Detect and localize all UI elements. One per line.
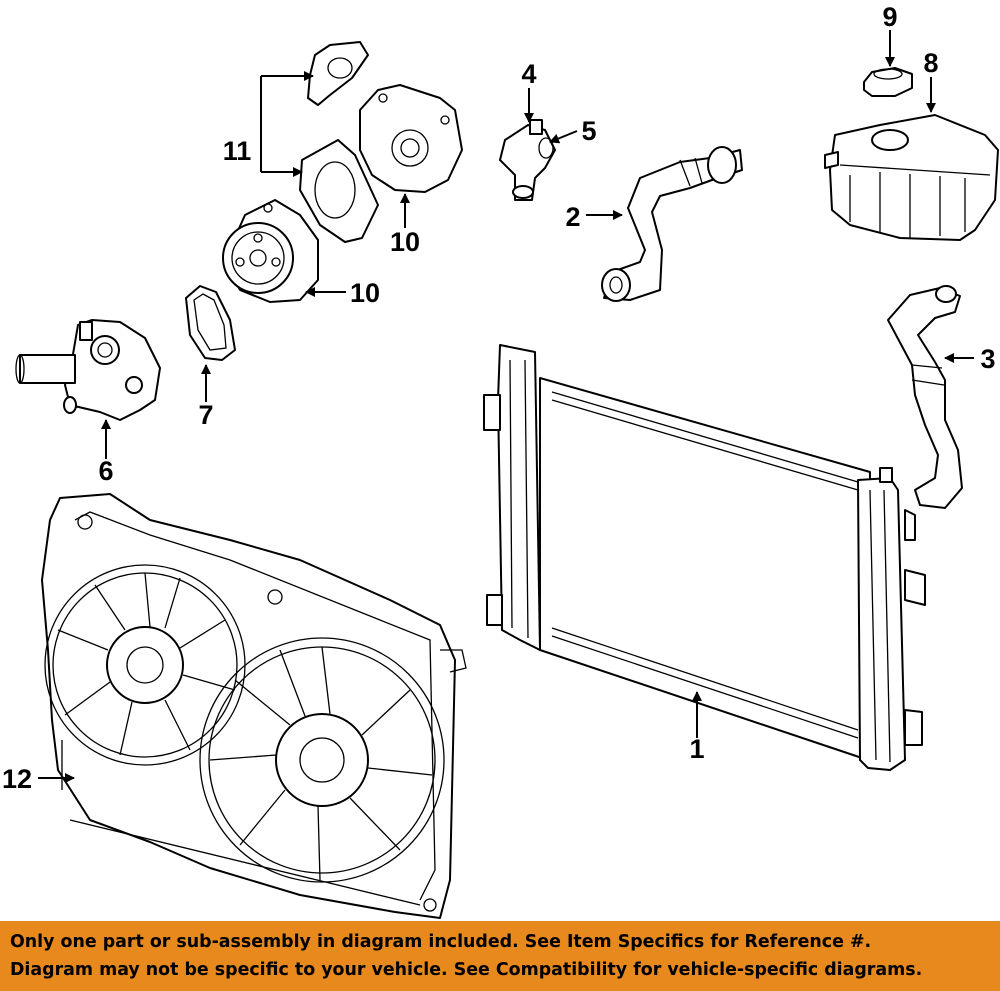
parts-diagram: 1 2 3 4 5 6 7 8 9 10 10 11 12: [2, 2, 999, 919]
callout-5: 5: [581, 116, 596, 146]
fan-shroud-assembly: [41, 493, 467, 919]
callout-numbers: 1 2 3 4 5 6 7 8 9 10 10 11 12: [2, 2, 996, 794]
callout-9: 9: [882, 2, 897, 32]
gasket-lower: [299, 139, 379, 243]
disclaimer-line-1: Only one part or sub-assembly in diagram…: [10, 932, 872, 952]
pump-seal: [185, 285, 236, 361]
reservoir-cap: [863, 67, 913, 97]
coolant-connector: [499, 119, 556, 201]
callout-3: 3: [980, 344, 995, 374]
callout-7: 7: [198, 400, 213, 430]
callout-11: 11: [223, 136, 252, 166]
disclaimer-banner: Only one part or sub-assembly in diagram…: [0, 921, 1000, 991]
callout-4: 4: [521, 59, 536, 89]
water-pump-housing: [359, 84, 463, 193]
upper-hose: [601, 146, 743, 302]
right-fan: [199, 637, 445, 883]
callout-10-pump: 10: [350, 278, 380, 308]
callout-6: 6: [98, 456, 113, 486]
thermostat-housing: [15, 319, 161, 421]
callout-10-housing: 10: [390, 227, 420, 257]
leader-lines: [38, 30, 974, 783]
radiator: [483, 344, 926, 771]
gasket-upper: [307, 41, 369, 106]
callout-12: 12: [2, 764, 32, 794]
callout-1: 1: [689, 734, 704, 764]
callout-2: 2: [565, 202, 580, 232]
coolant-reservoir: [824, 114, 999, 241]
callout-8: 8: [923, 48, 938, 78]
lower-hose: [887, 285, 963, 509]
water-pump: [222, 199, 319, 303]
disclaimer-line-2: Diagram may not be specific to your vehi…: [10, 960, 923, 980]
